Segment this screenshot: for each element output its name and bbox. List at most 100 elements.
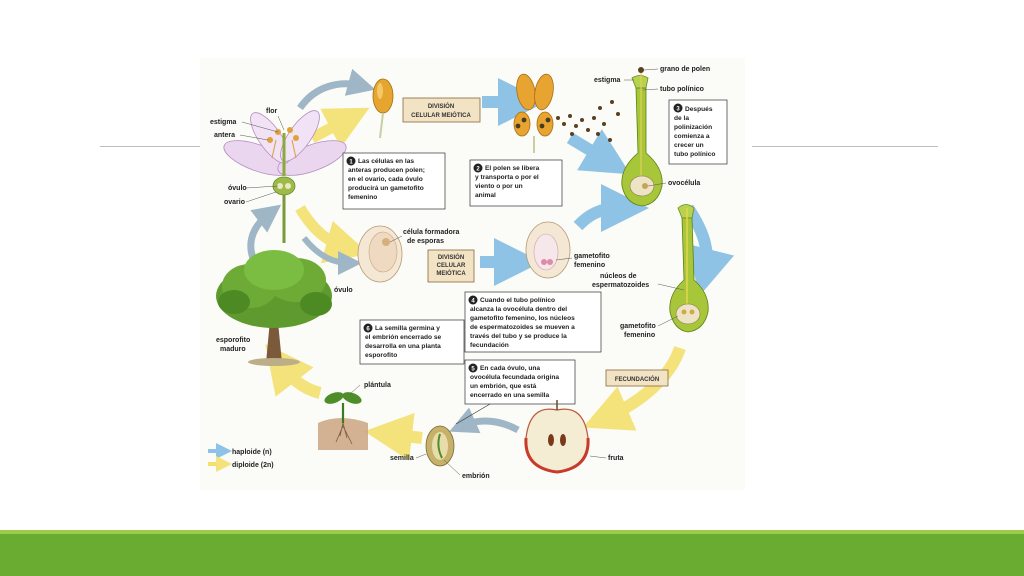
svg-text:polinización: polinización xyxy=(674,124,712,131)
svg-text:crecer un: crecer un xyxy=(674,142,704,149)
label-celula-formadora-2: de esporas xyxy=(407,238,444,245)
label-esporofito-2: maduro xyxy=(220,346,246,353)
svg-text:un embrión, que está: un embrión, que está xyxy=(470,383,537,390)
step-2-box: 2 El polen se libera y transporta o por … xyxy=(469,159,563,207)
svg-text:DIVISIÓN: DIVISIÓN xyxy=(428,102,454,110)
label-embrion: embrión xyxy=(462,473,490,480)
step-1-box: 1 Las células en las anteras producen po… xyxy=(342,152,446,210)
label-gametofito-right-2: femenino xyxy=(624,332,655,339)
arrow-pollen-to-stigma xyxy=(566,129,631,175)
tag-fecundacion: FECUNDACIÓN xyxy=(605,369,669,387)
arrow-seedling-to-tree xyxy=(265,343,322,399)
label-ovulo-flower: óvulo xyxy=(228,185,247,192)
female-gametophyte-illustration xyxy=(525,221,571,279)
svg-text:CELULAR: CELULAR xyxy=(437,263,466,269)
step-6-box: 6 La semilla germina y el embrión encerr… xyxy=(359,319,465,365)
svg-text:gametofito femenino, los núcle: gametofito femenino, los núcleos xyxy=(470,315,575,322)
label-ovulo-mid: óvulo xyxy=(334,287,353,294)
svg-text:esporofito: esporofito xyxy=(365,352,397,359)
label-estigma-right: estigma xyxy=(594,77,621,84)
svg-text:El polen se libera: El polen se libera xyxy=(485,165,540,172)
anther-illustration xyxy=(372,78,394,139)
label-ovario: ovario xyxy=(224,199,245,206)
label-celula-formadora-1: célula formadora xyxy=(403,229,460,236)
svg-text:Las células en las: Las células en las xyxy=(358,158,414,165)
svg-text:La semilla germina y: La semilla germina y xyxy=(375,325,440,332)
svg-text:1: 1 xyxy=(349,160,353,166)
svg-text:4: 4 xyxy=(471,299,475,305)
pistil-illustration-2 xyxy=(669,204,709,333)
svg-text:DIVISIÓN: DIVISIÓN xyxy=(438,253,464,261)
footer-accent-stripe xyxy=(0,530,1024,534)
step-3-box: 3 Después de la polinización comienza a … xyxy=(668,99,728,165)
svg-text:alcanza la ovocélula dentro de: alcanza la ovocélula dentro del xyxy=(470,306,567,313)
svg-text:3: 3 xyxy=(676,107,680,113)
flower-illustration xyxy=(223,110,347,243)
seed-illustration xyxy=(425,425,455,467)
ovule-illustration xyxy=(357,225,403,283)
svg-text:en el ovario, cada óvulo: en el ovario, cada óvulo xyxy=(348,176,423,183)
label-estigma-flower: estigma xyxy=(210,119,237,126)
svg-text:viento o por un: viento o por un xyxy=(475,183,523,190)
svg-text:tubo polínico: tubo polínico xyxy=(674,151,715,158)
label-ovocelula: ovocélula xyxy=(668,180,700,187)
label-plantula: plántula xyxy=(364,382,391,389)
label-antera: antera xyxy=(214,132,235,139)
svg-text:FECUNDACIÓN: FECUNDACIÓN xyxy=(615,375,659,383)
label-gametofito-mid-1: gametofito xyxy=(574,253,610,260)
legend-haploide: haploide (n) xyxy=(232,449,272,456)
label-fruta: fruta xyxy=(608,455,624,462)
svg-text:femenino: femenino xyxy=(348,194,377,201)
svg-text:desarrolla en una planta: desarrolla en una planta xyxy=(365,343,441,350)
svg-text:animal: animal xyxy=(475,192,496,199)
apple-fruit-illustration xyxy=(524,400,590,474)
svg-text:fecundación: fecundación xyxy=(470,342,509,349)
seedling-illustration xyxy=(318,392,368,450)
life-cycle-diagram: flor estigma antera óvulo ovario DIVISIÓ… xyxy=(208,66,735,480)
label-gametofito-mid-2: femenino xyxy=(574,262,605,269)
svg-text:En cada óvulo, una: En cada óvulo, una xyxy=(480,365,540,372)
svg-text:ovocélula fecundada origina: ovocélula fecundada origina xyxy=(470,374,559,381)
legend: haploide (n) diploide (2n) xyxy=(208,443,274,472)
open-anther-illustration xyxy=(513,73,554,153)
arrow-flower-to-anther-yellow xyxy=(309,107,370,148)
divider-line-left xyxy=(100,146,200,147)
svg-text:Después: Después xyxy=(685,106,713,113)
arrow-gametophyte-to-pistil xyxy=(573,184,649,233)
svg-text:través del tubo y se produce l: través del tubo y se produce la xyxy=(470,333,567,340)
svg-text:anteras producen polen;: anteras producen polen; xyxy=(348,167,425,174)
mature-tree-illustration xyxy=(216,250,332,366)
svg-text:comienza a: comienza a xyxy=(674,133,710,140)
arrow-fertilization-to-fruit xyxy=(582,345,686,431)
arrow-seed-to-seedling xyxy=(364,412,423,461)
arrow-branch-to-ovule xyxy=(301,236,362,275)
svg-text:el embrión encerrado se: el embrión encerrado se xyxy=(365,334,442,341)
label-grano-polen: grano de polen xyxy=(660,66,710,73)
label-flor: flor xyxy=(266,108,278,115)
label-nucleos-2: espermatozoides xyxy=(592,282,649,289)
step-4-box: 4 Cuando el tubo polínico alcanza la ovo… xyxy=(464,291,602,353)
svg-text:y transporta o por el: y transporta o por el xyxy=(475,174,539,181)
svg-text:2: 2 xyxy=(476,167,480,173)
arrow-flower-to-ovule xyxy=(295,205,370,264)
arrow-flower-to-anther xyxy=(297,68,376,111)
svg-text:de espermatozoides se mueven a: de espermatozoides se mueven a xyxy=(470,324,575,331)
pollen-grains xyxy=(556,100,620,142)
label-gametofito-right-1: gametofito xyxy=(620,323,656,330)
arrow-fruit-to-seed xyxy=(449,407,520,434)
tag-division-meiotica-1: DIVISIÓN CELULAR MEIÓTICA xyxy=(402,97,481,123)
label-semilla: semilla xyxy=(390,455,414,462)
svg-text:6: 6 xyxy=(366,327,370,333)
plant-life-cycle-figure: flor estigma antera óvulo ovario DIVISIÓ… xyxy=(200,58,745,490)
legend-diploide: diploide (2n) xyxy=(232,462,274,469)
svg-text:CELULAR MEIÓTICA: CELULAR MEIÓTICA xyxy=(411,111,471,119)
svg-text:MEIÓTICA: MEIÓTICA xyxy=(436,269,466,277)
label-esporofito-1: esporofito xyxy=(216,337,250,344)
tag-division-meiotica-2: DIVISIÓN CELULAR MEIÓTICA xyxy=(427,249,475,283)
pistil-illustration-1 xyxy=(621,67,663,207)
footer-bar xyxy=(0,534,1024,576)
svg-text:5: 5 xyxy=(471,367,475,373)
svg-text:Cuando el tubo polínico: Cuando el tubo polínico xyxy=(480,297,555,304)
label-nucleos-1: núcleos de xyxy=(600,273,637,280)
step-5-box: 5 En cada óvulo, una ovocélula fecundada… xyxy=(464,359,576,405)
